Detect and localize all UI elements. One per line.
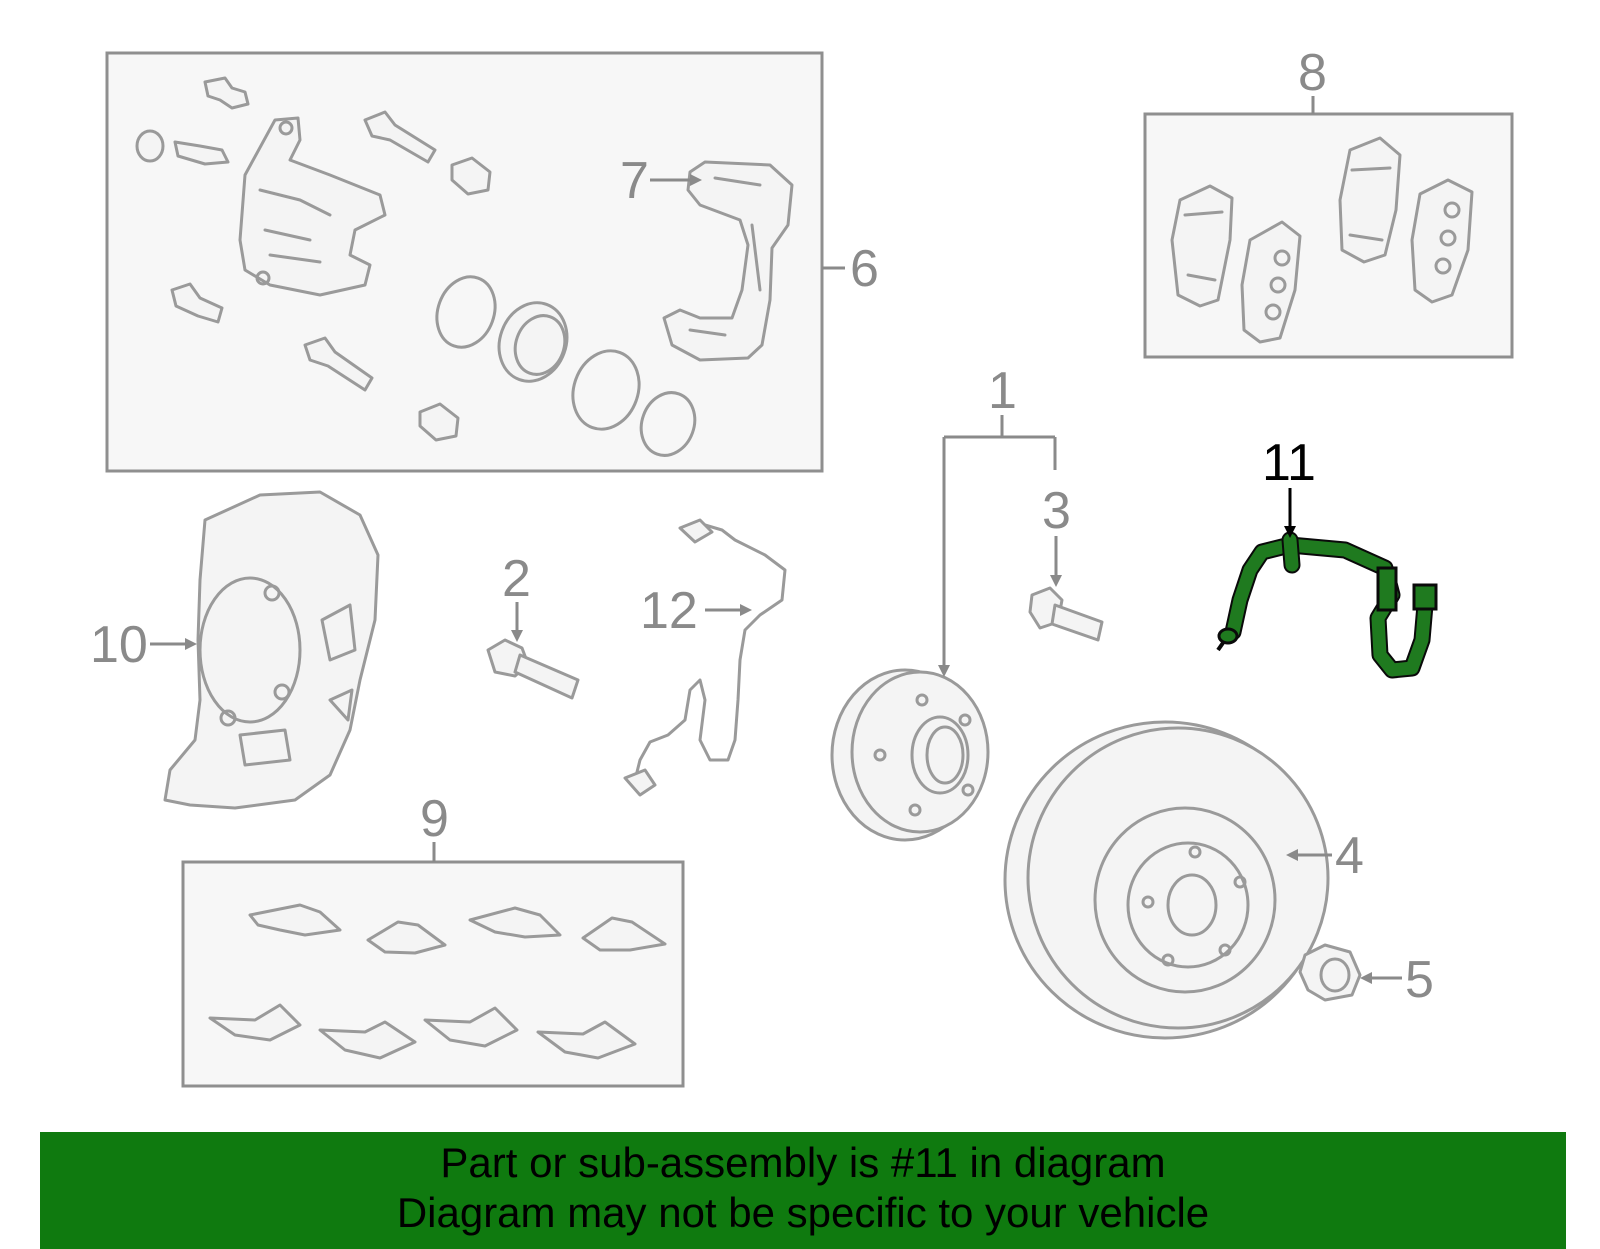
brake-pad-2[interactable] xyxy=(1240,220,1302,344)
callout-5: 5 xyxy=(1405,951,1434,1009)
brake-pad-3[interactable] xyxy=(1338,136,1402,264)
parts-diagram: 7 6 8 9 xyxy=(90,44,1514,1088)
caliper-assembly-group: 7 6 xyxy=(105,51,879,473)
callout-1: 1 xyxy=(988,362,1017,420)
callout-4: 4 xyxy=(1335,827,1364,885)
piston[interactable] xyxy=(488,293,577,391)
bleeder-screw[interactable] xyxy=(135,129,230,166)
pad-shim-3[interactable] xyxy=(423,1006,519,1048)
lug-nut[interactable] xyxy=(1298,943,1362,1002)
callout-10: 10 xyxy=(90,616,148,674)
pad-hardware-group: 9 xyxy=(181,790,685,1088)
slide-pin-upper[interactable] xyxy=(363,110,437,164)
callout-2: 2 xyxy=(502,550,531,608)
guide-pin-bolt-lower[interactable] xyxy=(170,282,224,324)
brake-pad-4[interactable] xyxy=(1410,178,1474,304)
callout-3: 3 xyxy=(1042,482,1071,540)
caliper-mounting-bracket[interactable] xyxy=(662,160,794,362)
wheel-speed-sensor[interactable] xyxy=(623,518,787,797)
callout-9: 9 xyxy=(420,790,449,848)
slide-pin-lower[interactable] xyxy=(303,336,374,392)
dust-shield[interactable] xyxy=(163,490,380,810)
pad-shim-2[interactable] xyxy=(318,1020,417,1060)
callout-6: 6 xyxy=(850,240,879,298)
brake-rotor[interactable] xyxy=(1003,720,1330,1040)
callout-11: 11 xyxy=(1262,434,1316,492)
piston-seal-3[interactable] xyxy=(633,385,704,463)
guide-pin-bolt-top[interactable] xyxy=(203,76,250,110)
notice-banner: Part or sub-assembly is #11 in diagram D… xyxy=(40,1132,1566,1249)
piston-seal-1[interactable] xyxy=(427,269,504,356)
boot-upper[interactable] xyxy=(450,156,492,196)
pad-clip-3[interactable] xyxy=(468,906,562,939)
pad-clip-1[interactable] xyxy=(248,903,342,937)
banner-line-1: Part or sub-assembly is #11 in diagram xyxy=(440,1139,1166,1186)
piston-seal-2[interactable] xyxy=(562,341,650,438)
boot-lower[interactable] xyxy=(418,402,460,442)
callout-8: 8 xyxy=(1298,44,1327,102)
wheel-stud[interactable] xyxy=(1028,586,1104,642)
hub-assembly[interactable] xyxy=(830,668,990,842)
caliper-assembly-box[interactable] xyxy=(105,51,824,473)
brake-hose[interactable] xyxy=(1216,531,1438,679)
hub-bolt[interactable] xyxy=(486,638,580,700)
callout-12: 12 xyxy=(640,582,698,640)
pad-shim-4[interactable] xyxy=(536,1020,637,1060)
banner-line-2: Diagram may not be specific to your vehi… xyxy=(396,1189,1210,1236)
pad-clip-2[interactable] xyxy=(366,920,447,955)
pad-shim-1[interactable] xyxy=(208,1003,302,1042)
callout-7: 7 xyxy=(620,152,649,210)
brake-pad-1[interactable] xyxy=(1170,184,1234,308)
brake-pad-group: 8 xyxy=(1143,44,1514,359)
pad-clip-4[interactable] xyxy=(581,916,667,952)
